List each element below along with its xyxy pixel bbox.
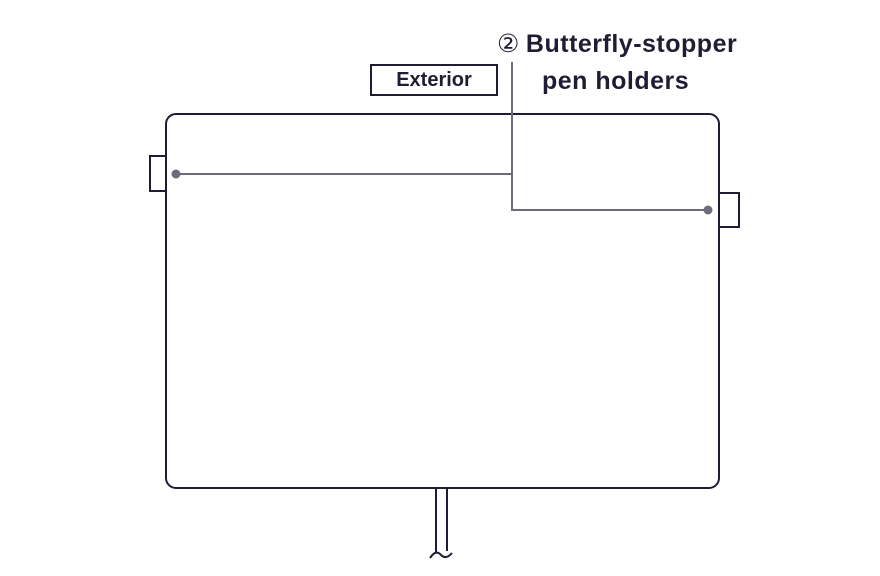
right-pen-holder: [718, 192, 740, 228]
callout-number: ②: [497, 30, 520, 58]
right-pointer-dot: [703, 205, 713, 215]
left-pen-holder: [149, 155, 167, 192]
exterior-tag: Exterior: [370, 64, 498, 96]
left-pointer-dot: [171, 169, 181, 179]
callout-line2: pen holders: [542, 67, 690, 95]
notebook-cover: [165, 113, 720, 489]
bookmark-ribbon: [429, 488, 453, 559]
leader-lines: [176, 62, 708, 211]
callout-line1: Butterfly-stopper: [525, 30, 738, 58]
